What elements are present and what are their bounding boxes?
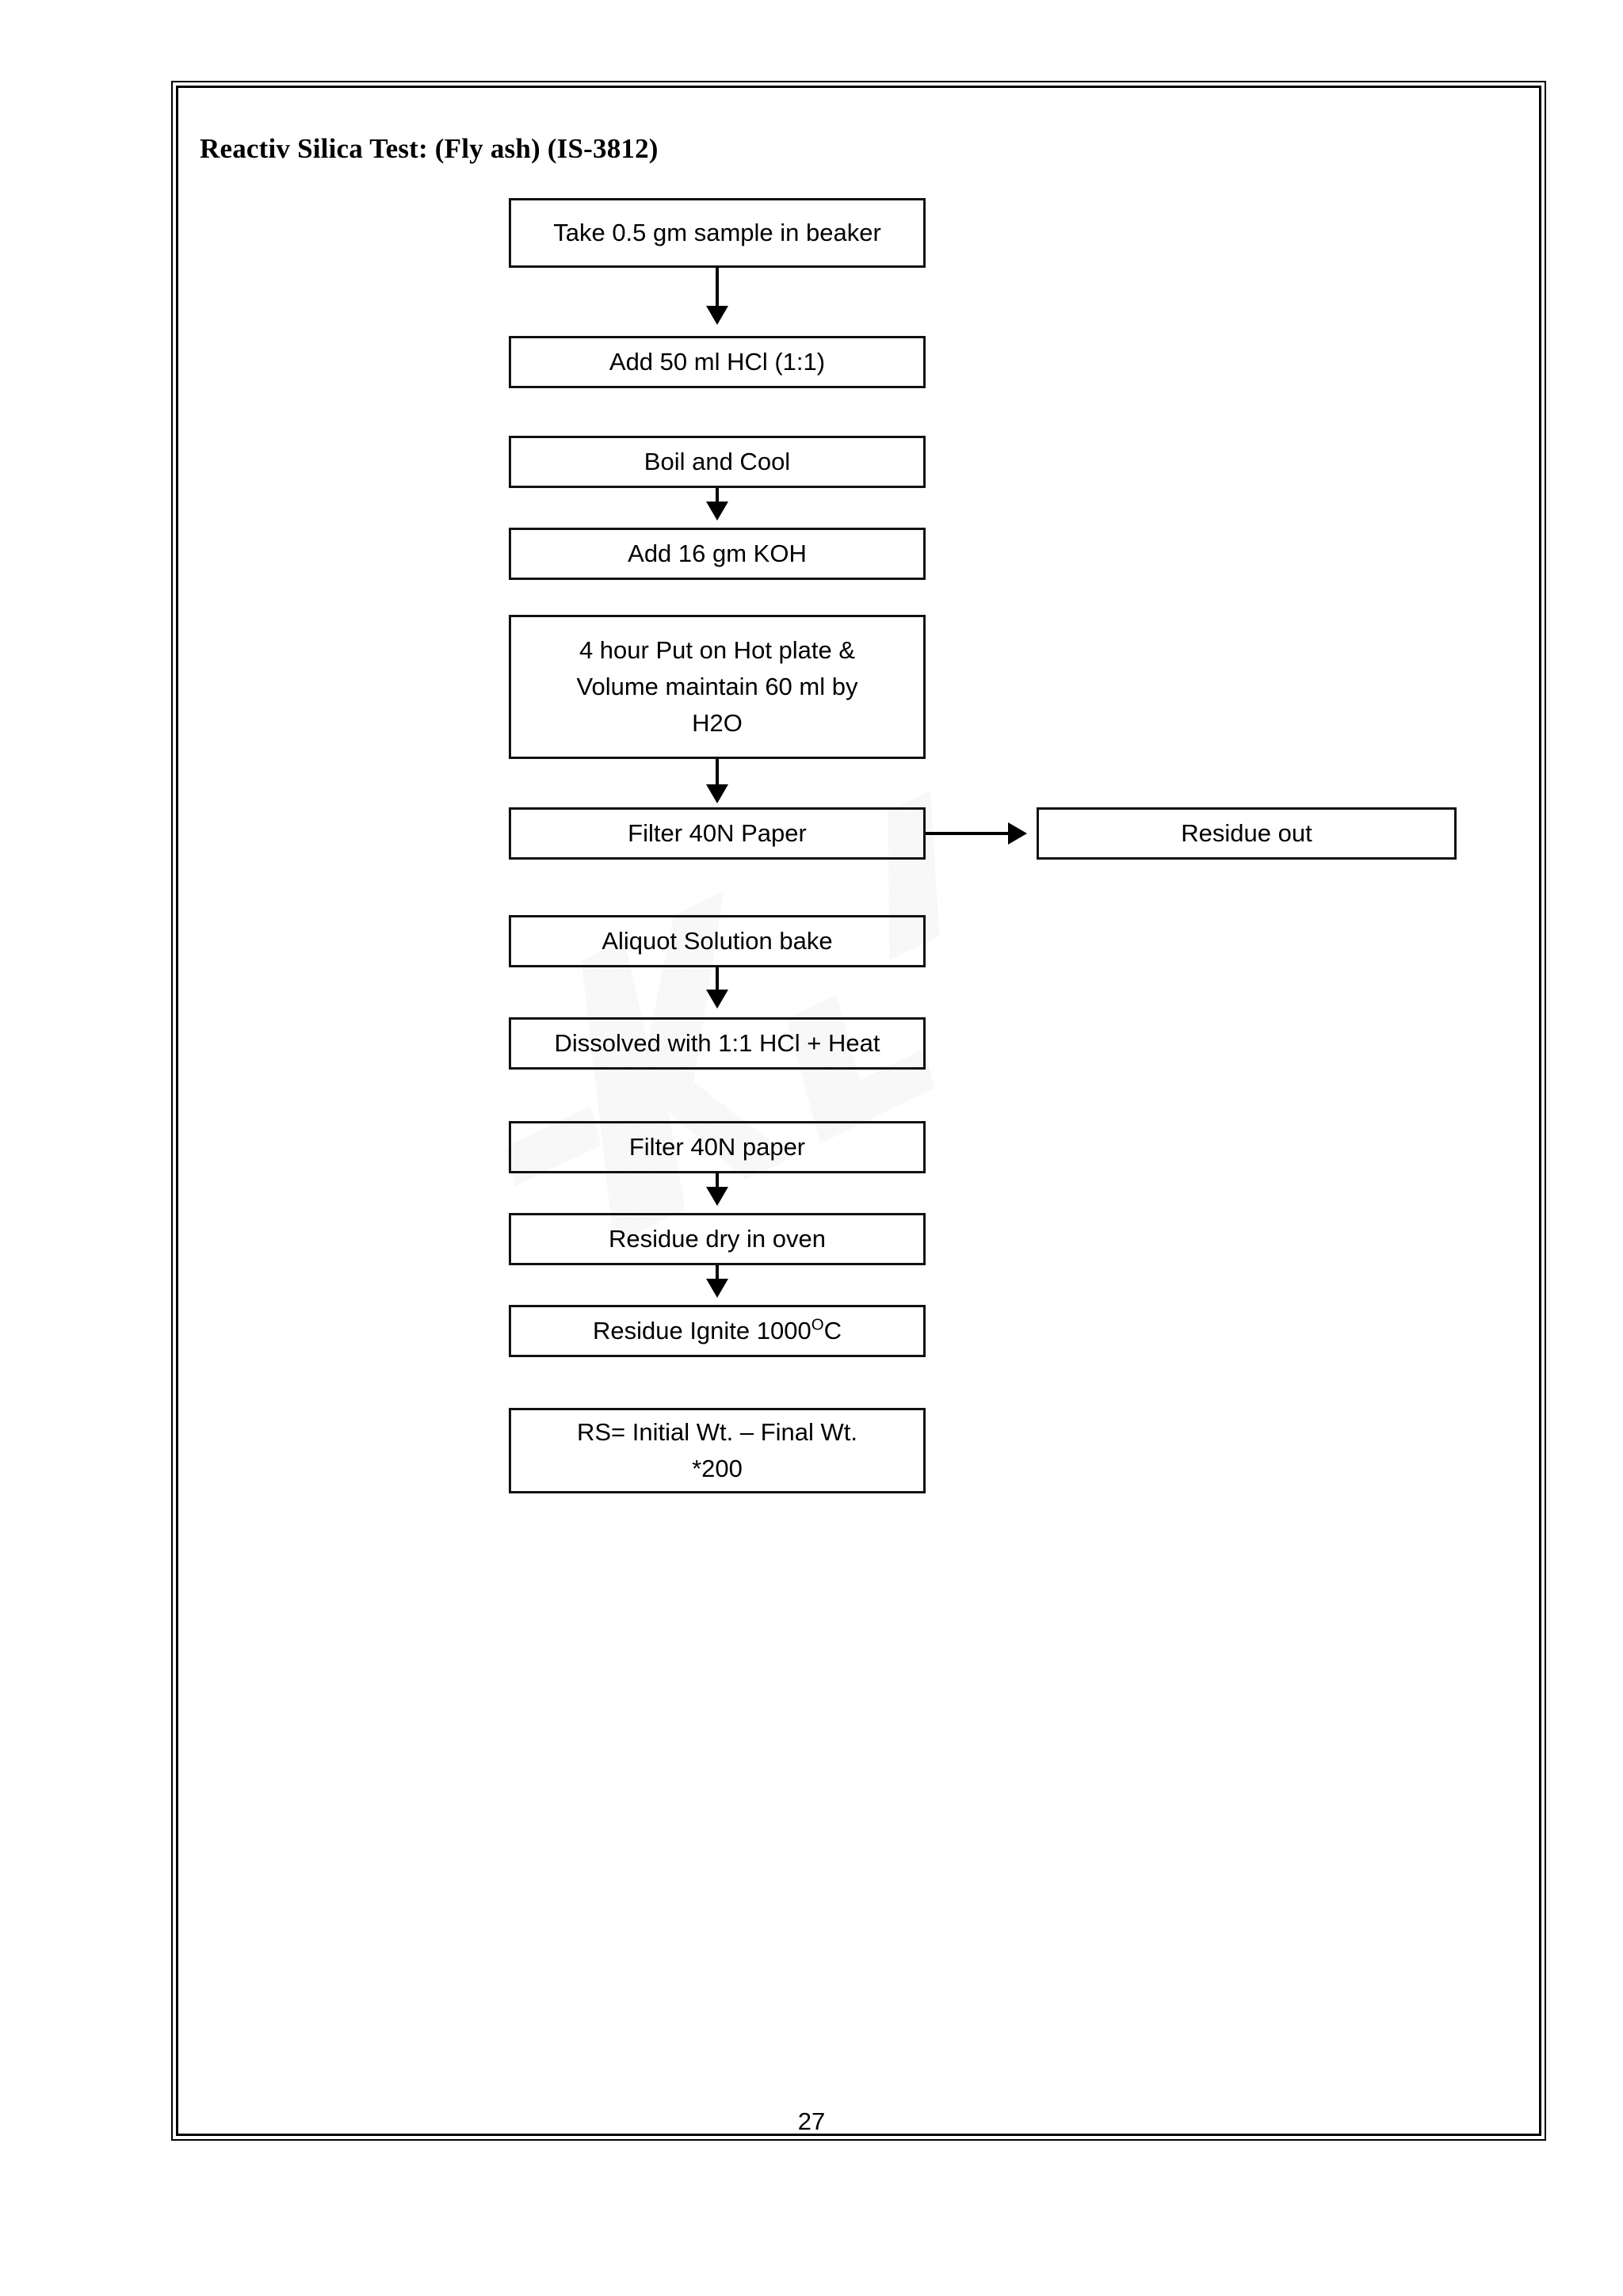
- page-number: 27: [797, 2107, 826, 2135]
- connector-n6-n7: [926, 832, 1011, 835]
- flow-node-boil-cool[interactable]: Boil and Cool: [509, 436, 926, 488]
- degree-superscript: O: [811, 1315, 824, 1334]
- flow-node-hot-plate[interactable]: 4 hour Put on Hot plate & Volume maintai…: [509, 615, 926, 759]
- flow-node-rs-formula[interactable]: RS= Initial Wt. – Final Wt. *200: [509, 1408, 926, 1493]
- formula-line2: *200: [692, 1455, 743, 1482]
- flow-node-label: Residue out: [1181, 819, 1312, 848]
- formula-line1: RS= Initial Wt. – Final Wt.: [576, 1418, 857, 1447]
- arrowhead-n5-n6: [706, 784, 728, 803]
- flow-node-label: Add 50 ml HCl (1:1): [609, 348, 826, 376]
- flow-node-label: Filter 40N Paper: [628, 819, 807, 848]
- flow-node-filter-40n-paper-1[interactable]: Filter 40N Paper: [509, 807, 926, 860]
- flow-node-residue-dry-oven[interactable]: Residue dry in oven: [509, 1213, 926, 1265]
- arrowhead-n1-n2: [706, 306, 728, 325]
- connector-n5-n6: [716, 759, 719, 792]
- flow-node-label: Boil and Cool: [643, 448, 791, 476]
- arrowhead-n11-n12: [706, 1279, 728, 1298]
- flow-node-label: Add 16 gm KOH: [628, 540, 807, 568]
- flow-node-label-suffix: C: [823, 1317, 842, 1345]
- flow-node-residue-out[interactable]: Residue out: [1037, 807, 1457, 860]
- arrowhead-n8-n9: [706, 990, 728, 1009]
- connector-n3-n4: [716, 488, 719, 509]
- flow-node-add-koh[interactable]: Add 16 gm KOH: [509, 528, 926, 580]
- flow-node-label: Take 0.5 gm sample in beaker: [553, 219, 881, 247]
- flow-node-take-sample[interactable]: Take 0.5 gm sample in beaker: [509, 198, 926, 268]
- connector-n1-n2: [716, 268, 719, 317]
- flow-node-dissolved-hcl-heat[interactable]: Dissolved with 1:1 HCl + Heat: [509, 1017, 926, 1070]
- flow-node-aliquot-solution-bake[interactable]: Aliquot Solution bake: [509, 915, 926, 967]
- flow-node-label-line2: Volume maintain 60 ml by: [576, 673, 858, 701]
- arrowhead-n3-n4: [706, 502, 728, 521]
- flow-node-label: Dissolved with 1:1 HCl + Heat: [554, 1029, 880, 1058]
- flow-node-label: Filter 40N paper: [628, 1133, 806, 1161]
- flow-node-add-hcl[interactable]: Add 50 ml HCl (1:1): [509, 336, 926, 388]
- flow-node-label-line3: H2O: [692, 708, 743, 737]
- connector-n11-n12: [716, 1265, 719, 1286]
- arrowhead-n6-n7: [1008, 822, 1027, 845]
- flow-node-residue-ignite[interactable]: Residue Ignite 1000OC: [509, 1305, 926, 1357]
- flow-node-filter-40n-paper-2[interactable]: Filter 40N paper: [509, 1121, 926, 1173]
- flow-node-label-prefix: Residue Ignite 1000: [592, 1317, 812, 1345]
- flow-node-label: Aliquot Solution bake: [601, 927, 833, 955]
- flow-node-label: Residue dry in oven: [609, 1225, 826, 1253]
- page-title: Reactiv Silica Test: (Fly ash) (IS-3812): [200, 133, 659, 164]
- flow-node-label-line1: 4 hour Put on Hot plate &: [579, 636, 856, 665]
- arrowhead-n10-n11: [706, 1187, 728, 1206]
